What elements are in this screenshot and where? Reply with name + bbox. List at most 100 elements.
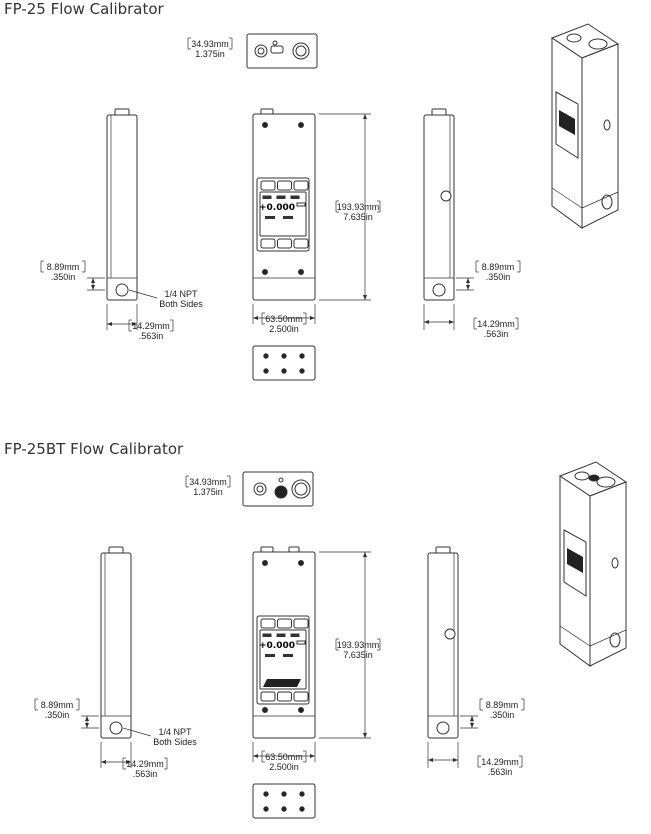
front-top-cap	[260, 108, 274, 115]
dim-primary: 193.93mm	[337, 202, 380, 212]
right-offset-dimension: 8.89mm.350in	[479, 698, 525, 720]
dim-primary: 8.89mm	[486, 700, 519, 710]
arrow-head	[449, 320, 454, 324]
front-screw	[262, 707, 268, 713]
top-port-large-inner	[294, 482, 308, 496]
npt-note-line2: Both Sides	[153, 737, 197, 747]
front-screw	[262, 269, 268, 275]
iso-top-port	[596, 476, 616, 488]
lcd-indicator-fill	[291, 634, 299, 637]
lcd-reading: +0.000	[259, 641, 295, 651]
lcd-bottom-button	[260, 691, 276, 702]
iso-base-line	[581, 191, 619, 209]
top-screw	[272, 40, 278, 46]
right-side-view: 8.89mm.350in 14.29mm.563in	[427, 546, 525, 777]
bottom-mount-hole	[299, 791, 305, 797]
lcd-unit-mark	[296, 202, 306, 207]
iso-lcd-screen	[559, 110, 575, 135]
right-body	[423, 114, 455, 301]
right-npt-port	[432, 283, 446, 297]
lcd-value-block	[283, 654, 293, 657]
arrow-head	[85, 716, 89, 721]
lcd-bottom-button	[260, 238, 276, 249]
left-port-dimension: 14.29mm.563in	[122, 757, 168, 779]
lcd-top-button	[260, 180, 276, 191]
lcd-screen	[259, 629, 307, 690]
iso-base-line	[589, 629, 627, 647]
dim-secondary: .563in	[488, 767, 513, 777]
lcd-indicator-fill	[263, 196, 271, 199]
dim-secondary: .350in	[51, 272, 76, 282]
front-screw	[262, 560, 268, 566]
arrow-head	[470, 716, 474, 721]
lcd-bottom-button	[277, 691, 292, 702]
lcd-bottom-button	[277, 238, 292, 249]
isometric-view	[550, 23, 620, 229]
arrow-head	[85, 723, 89, 728]
dim-primary: 63.50mm	[265, 752, 303, 762]
dim-secondary: 2.500in	[269, 762, 299, 772]
front-screw	[298, 560, 304, 566]
section-title-fp25: FP-25 Flow Calibrator	[4, 0, 164, 18]
right-npt-port	[436, 721, 450, 735]
lcd-panel: +0.000	[256, 615, 310, 705]
brand-logo	[263, 679, 301, 687]
right-port-dimension: 14.29mm.563in	[473, 317, 519, 339]
left-offset-dimension: 8.89mm.350in	[40, 260, 86, 282]
bottom-mount-hole	[281, 806, 287, 812]
section-drawing-0: 34.93mm1.375in8.89mm.350in14.29mm.563in1…	[40, 23, 620, 381]
dim-primary: 14.29mm	[477, 319, 515, 329]
isometric-view	[558, 461, 628, 667]
dim-primary: 14.29mm	[481, 757, 519, 767]
lcd-value-block	[265, 654, 275, 657]
arrow-head	[428, 758, 433, 762]
iso-npt-port	[609, 632, 621, 648]
dim-primary: 193.93mm	[337, 640, 380, 650]
arrow-head	[310, 754, 315, 758]
left-port-dimension: 14.29mm.563in	[128, 319, 174, 341]
top-bt-button	[274, 485, 288, 499]
bottom-mount-hole	[263, 368, 269, 374]
left-offset-dimension: 8.89mm.350in	[34, 698, 80, 720]
dim-primary: 8.89mm	[482, 262, 515, 272]
lcd-indicator-fill	[291, 196, 299, 199]
dim-primary: 34.93mm	[191, 39, 229, 49]
front-screw	[298, 122, 304, 128]
right-body	[427, 552, 459, 739]
bottom-mount-hole	[299, 353, 305, 359]
top-connector-inner	[256, 485, 264, 493]
lcd-value-block	[265, 216, 275, 219]
npt-note-line1: 1/4 NPT	[164, 289, 198, 299]
lcd-panel: +0.000	[256, 177, 310, 252]
dim-primary: 63.50mm	[265, 314, 303, 324]
bottom-mount-hole	[263, 353, 269, 359]
dim-primary: 8.89mm	[47, 262, 80, 272]
iso-top-connector	[574, 471, 590, 481]
npt-note-line2: Both Sides	[159, 299, 203, 309]
bottom-view-body	[252, 345, 316, 381]
bottom-view-body	[252, 783, 316, 819]
bottom-mount-hole	[299, 806, 305, 812]
dim-secondary: 1.375in	[195, 49, 225, 59]
lcd-reading: +0.000	[259, 203, 295, 213]
iso-side-face	[589, 481, 627, 667]
dim-secondary: 7.635in	[343, 212, 373, 222]
top-connector-inner	[257, 47, 265, 55]
iso-lcd-screen	[567, 548, 583, 573]
arrow-head	[253, 316, 258, 320]
iso-base-line	[559, 625, 591, 647]
arrow-head	[132, 322, 137, 326]
arrow-head	[91, 285, 95, 290]
dim-primary: 34.93mm	[189, 477, 227, 487]
